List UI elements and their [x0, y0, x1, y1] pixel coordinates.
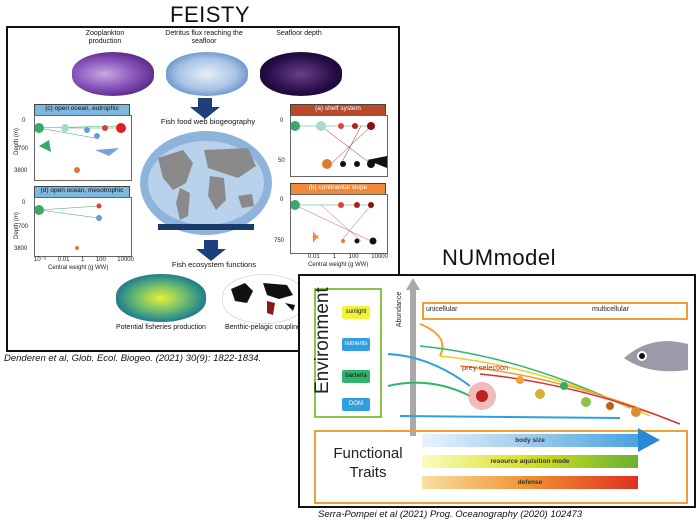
feisty-citation: Denderen et al, Glob. Ecol. Biogeo. (202… — [4, 353, 262, 364]
left-xtick-4: 10000 — [117, 257, 134, 263]
arrow-down-icon — [190, 98, 220, 119]
abundance-axis — [410, 286, 416, 436]
feisty-title: FEISTY — [170, 2, 251, 27]
left-xlabel: Central weight (g WW) — [48, 265, 109, 271]
panel-a-ytick-0: 0 — [280, 118, 284, 124]
zooplankton-map — [72, 52, 154, 96]
benthic-map — [222, 274, 306, 324]
num-citation: Serra-Pompei et al (2021) Prog. Oceanogr… — [318, 509, 583, 520]
panel-b-ytick-0: 0 — [280, 197, 284, 203]
panel-c-ylabel: Depth (m) — [13, 128, 20, 155]
panel-d-plot — [34, 197, 132, 257]
right-xticks: 0.01 1 100 10000 — [308, 254, 388, 261]
food-web-diagram — [387, 323, 681, 425]
trait-resource-mode: resource aquisition mode — [422, 455, 638, 468]
functions-label: Fish ecosystem functions — [171, 260, 257, 269]
panel-d-ytick-2: 3800 — [14, 246, 28, 252]
central-world-map — [140, 131, 272, 235]
cellularity-bar — [422, 302, 688, 320]
panel-c-ytick-0: 0 — [22, 118, 26, 124]
unicellular-label: unicellular — [426, 306, 458, 313]
env-sunlight: sunlight — [342, 306, 370, 319]
panel-c-plot — [34, 115, 132, 181]
env-dom: DOM — [342, 398, 370, 411]
traits-box — [314, 430, 688, 504]
num-figure: Environment sunlight nutrients bacteria … — [298, 274, 696, 508]
panel-d-ylabel: Depth (m) — [13, 212, 20, 239]
fisheries-map — [116, 274, 206, 322]
map-label-detritus: Detritus flux reaching the seafloor — [165, 30, 243, 45]
panel-a-ytick-1: 50 — [278, 158, 285, 164]
environment-label: Environment — [312, 287, 333, 394]
left-xtick-2: 1 — [80, 257, 85, 263]
body-size-arrow-icon — [638, 428, 660, 452]
seafloor-map — [260, 52, 342, 96]
env-bacteria: bacteria — [342, 370, 370, 383]
num-title: NUMmodel — [442, 245, 557, 270]
panel-c-ytick-1: 700 — [18, 146, 29, 152]
panel-b-ytick-1: 750 — [274, 238, 285, 244]
panel-d-ytick-1: 700 — [18, 224, 29, 230]
feisty-figure: Zooplankton production Detritus flux rea… — [6, 26, 400, 352]
fisheries-label: Potential fisheries production — [116, 324, 206, 331]
panel-b-plot — [290, 194, 388, 254]
fish-icon — [624, 341, 688, 372]
left-xtick-3: 100 — [95, 257, 106, 263]
benthic-label: Benthic-pelagic coupling — [225, 324, 301, 331]
multicellular-label: multicellular — [592, 306, 629, 313]
right-xtick-0: 0.01 — [308, 254, 320, 260]
left-xtick-1: 0.01 — [57, 257, 70, 263]
trait-body-size: body size — [422, 434, 638, 447]
abundance-arrow-icon — [406, 278, 420, 290]
prey-selection-label: prey selection — [462, 363, 509, 372]
traits-label: Functional Traits — [333, 445, 403, 481]
left-xtick-0: 10⁻⁶ — [34, 257, 47, 263]
map-label-seafloor: Seafloor depth — [276, 30, 322, 37]
trait-defense: defense — [422, 476, 638, 489]
env-nutrients: nutrients — [342, 338, 370, 351]
environment-box — [314, 288, 382, 418]
panel-c-ytick-2: 3800 — [14, 168, 28, 174]
detritus-map — [166, 52, 248, 96]
right-xtick-2: 100 — [348, 254, 359, 260]
arrow-down-icon-2 — [196, 240, 226, 261]
center-label: Fish food web biogeography — [160, 117, 256, 126]
panel-d-ytick-0: 0 — [22, 200, 26, 206]
right-xtick-3: 10000 — [371, 254, 388, 260]
map-label-zooplankton: Zooplankton production — [85, 30, 125, 45]
right-xlabel: Central weight (g WW) — [308, 262, 369, 268]
left-xticks: 10⁻⁶ 0.01 1 100 10000 — [34, 257, 134, 264]
right-xtick-1: 1 — [332, 254, 336, 260]
panel-a-plot — [290, 115, 388, 177]
